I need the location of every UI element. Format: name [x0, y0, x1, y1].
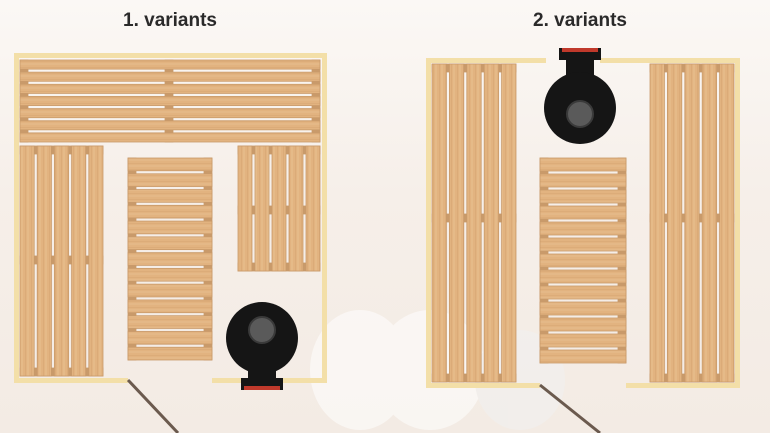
- variant-1-wall-bottom-left: [14, 378, 128, 383]
- bench-slat: [466, 63, 482, 383]
- bench-slat: [539, 269, 627, 284]
- bench-slat: [127, 236, 213, 251]
- bench-slat: [431, 63, 447, 383]
- bench-slat: [19, 71, 321, 82]
- bench-slat: [539, 317, 627, 332]
- bench-slat: [271, 145, 287, 272]
- variant-2-wall-top-right: [600, 58, 740, 63]
- bench-slat: [254, 145, 270, 272]
- variant-2-door-line: [539, 383, 601, 433]
- bench-slat: [19, 59, 321, 70]
- variant-1-heading: 1. variants: [123, 10, 217, 31]
- bench-slat: [127, 252, 213, 266]
- bench-slat: [127, 204, 213, 219]
- bench-slat: [448, 63, 465, 383]
- bench-slat: [539, 285, 627, 300]
- bench-slat: [539, 333, 627, 348]
- bench-slat: [237, 145, 253, 272]
- bench-slat: [127, 346, 213, 361]
- variant-1-door-line: [126, 378, 180, 433]
- variant-2-heading: 2. variants: [533, 10, 627, 31]
- bench-slat: [539, 221, 627, 236]
- variant-1-wall-top: [14, 53, 327, 58]
- bench-slat: [127, 315, 213, 329]
- variant-2-wall-top-left: [426, 58, 546, 63]
- bench-slat: [539, 189, 627, 204]
- bench-slat: [127, 331, 213, 345]
- bench-slat: [127, 173, 213, 187]
- variant-2-left-bench: [431, 63, 517, 383]
- variant-1-left-bench: [19, 145, 104, 377]
- sauna-stove-icon: [544, 48, 616, 144]
- variant-2-wall-bottom-left: [426, 383, 540, 388]
- bench-slat: [667, 63, 683, 383]
- bench-slat: [305, 145, 321, 272]
- variant-2-floor-grate: [539, 157, 627, 364]
- bench-slat: [19, 83, 321, 94]
- bench-slat: [19, 120, 321, 131]
- bench-slat: [539, 157, 627, 172]
- bench-slat: [719, 63, 735, 383]
- bench-slat: [288, 145, 304, 272]
- variant-1-floor-grate: [127, 157, 213, 361]
- bench-slat: [88, 145, 104, 377]
- bench-slat: [36, 145, 52, 377]
- bench-slat: [127, 283, 213, 298]
- bench-slat: [539, 349, 627, 364]
- bench-slat: [71, 145, 87, 377]
- variant-2-wall-right: [735, 58, 740, 388]
- variant-1-plan: [14, 53, 327, 433]
- variant-2-plan: [426, 48, 740, 433]
- bench-slat: [19, 132, 321, 143]
- bench-slat: [539, 173, 627, 188]
- variant-2-wall-left: [426, 58, 431, 388]
- bench-slat: [127, 189, 213, 203]
- bench-slat: [684, 63, 700, 383]
- sauna-stove-icon: [226, 302, 298, 390]
- variant-2-wall-bottom-right: [626, 383, 740, 388]
- variant-1-wall-right: [322, 53, 327, 383]
- bench-slat: [19, 145, 35, 377]
- variant-1-right-bench: [237, 145, 321, 272]
- variant-1-top-bench: [19, 59, 321, 143]
- bench-slat: [127, 157, 213, 172]
- bench-slat: [54, 145, 70, 377]
- bench-slat: [539, 237, 627, 252]
- bench-slat: [501, 63, 517, 383]
- bench-slat: [539, 253, 627, 268]
- bench-slat: [483, 63, 500, 383]
- bench-slat: [19, 108, 321, 119]
- bench-slat: [649, 63, 665, 383]
- bench-slat: [127, 220, 213, 235]
- variant-2-right-bench: [649, 63, 735, 383]
- bench-slat: [539, 301, 627, 316]
- variant-1-wall-left: [14, 53, 19, 383]
- bench-slat: [701, 63, 718, 383]
- bench-slat: [127, 267, 213, 282]
- bench-slat: [19, 96, 321, 106]
- bench-slat: [127, 299, 213, 314]
- bench-slat: [539, 205, 627, 220]
